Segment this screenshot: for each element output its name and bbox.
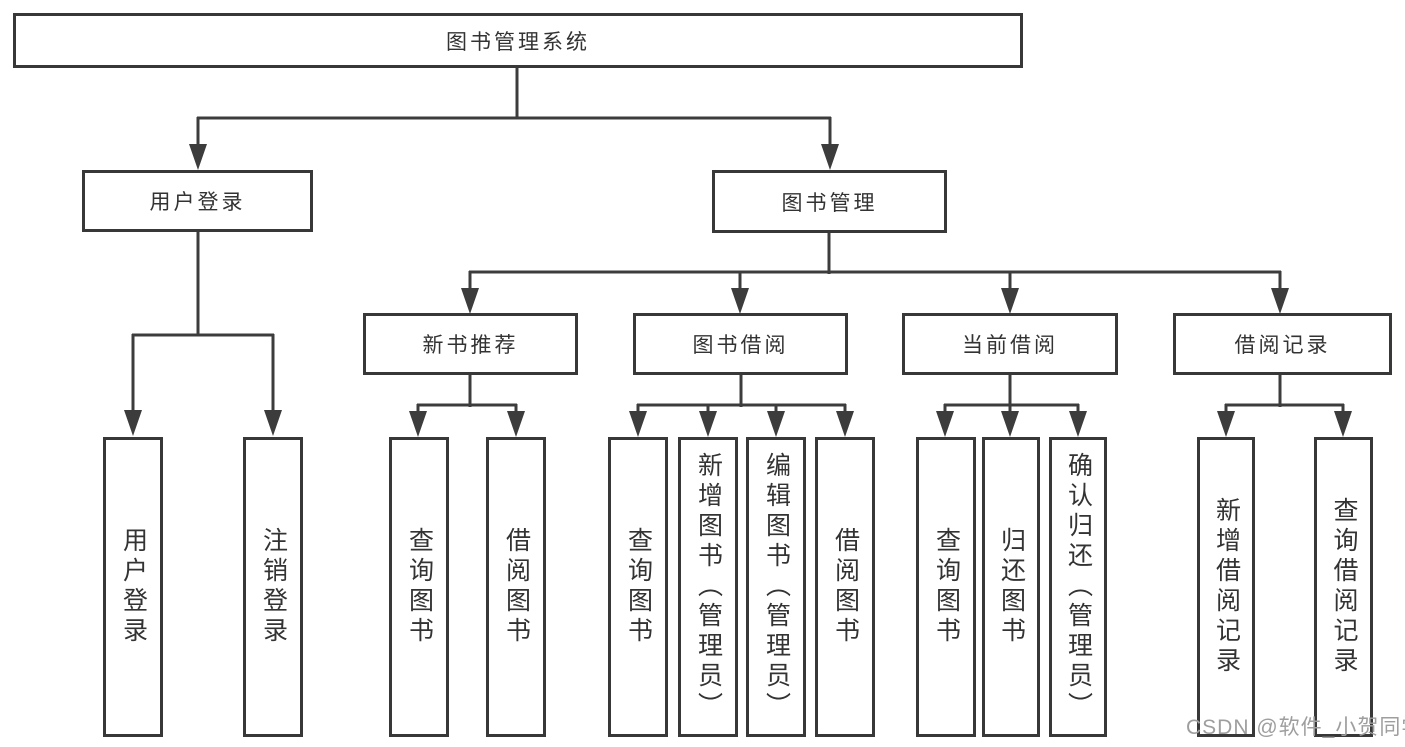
node-book-management: 图书管理 <box>712 170 947 233</box>
leaf-borrow-books: 借阅图书 <box>815 437 875 737</box>
leaf-logout: 注销登录 <box>243 437 303 737</box>
connector-user-login-to-leaves <box>124 232 282 436</box>
leaf-query-books-current: 查询图书 <box>916 437 976 737</box>
leaf-borrow-books-recommend-label: 借阅图书 <box>502 527 531 647</box>
arrowhead-icon <box>124 410 282 436</box>
leaf-edit-books-admin-label: 编辑图书（管理员） <box>762 452 791 722</box>
node-user-login: 用户登录 <box>82 170 313 232</box>
leaf-return-books-label: 归还图书 <box>997 527 1026 647</box>
connector-book-borrowing-to-leaves <box>629 375 854 437</box>
leaf-return-books: 归还图书 <box>982 437 1040 737</box>
connector-borrow-records-to-leaves <box>1217 375 1352 437</box>
arrowhead-icon <box>189 144 839 170</box>
node-new-book-recommend-label: 新书推荐 <box>422 334 519 357</box>
leaf-query-books-current-label: 查询图书 <box>932 527 961 647</box>
arrowhead-icon <box>409 411 525 437</box>
csdn-watermark: CSDN @软件_小贺同学 <box>1186 716 1405 739</box>
connector-line <box>943 375 1080 414</box>
leaf-user-login: 用户登录 <box>103 437 163 737</box>
arrowhead-icon <box>936 411 1087 437</box>
leaf-query-books-recommend: 查询图书 <box>389 437 449 737</box>
node-book-borrowing-label: 图书借阅 <box>692 334 789 357</box>
connector-line <box>468 233 1282 290</box>
leaf-edit-books-admin: 编辑图书（管理员） <box>746 437 806 737</box>
leaf-query-borrow-record: 查询借阅记录 <box>1314 437 1373 737</box>
node-library-system: 图书管理系统 <box>13 13 1023 68</box>
arrowhead-icon <box>461 288 1289 314</box>
node-library-system-label: 图书管理系统 <box>446 30 590 54</box>
arrowhead-icon <box>629 411 854 437</box>
connector-line <box>636 375 847 414</box>
node-user-login-label: 用户登录 <box>149 191 246 214</box>
node-borrow-records-label: 借阅记录 <box>1234 334 1331 357</box>
leaf-logout-label: 注销登录 <box>259 527 288 647</box>
node-new-book-recommend: 新书推荐 <box>363 313 578 375</box>
connector-book-management-to-level3 <box>461 233 1289 314</box>
arrowhead-icon <box>1217 411 1352 437</box>
connector-line <box>416 375 518 414</box>
leaf-add-books-admin: 新增图书（管理员） <box>678 437 738 737</box>
leaf-add-borrow-record: 新增借阅记录 <box>1197 437 1255 737</box>
leaf-add-borrow-record-label: 新增借阅记录 <box>1212 497 1241 677</box>
connector-current-borrowing-to-leaves <box>936 375 1087 437</box>
connector-new-book-recommend-to-leaves <box>409 375 525 437</box>
leaf-query-borrow-record-label: 查询借阅记录 <box>1330 497 1358 677</box>
connector-line <box>131 232 275 412</box>
leaf-confirm-return-admin-label: 确认归还（管理员） <box>1064 452 1093 722</box>
node-current-borrowing-label: 当前借阅 <box>962 334 1058 357</box>
connector-line <box>1224 375 1345 414</box>
node-book-management-label: 图书管理 <box>781 191 878 215</box>
node-borrow-records: 借阅记录 <box>1173 313 1392 375</box>
connector-line <box>196 68 832 146</box>
node-current-borrowing: 当前借阅 <box>902 313 1118 375</box>
leaf-borrow-books-recommend: 借阅图书 <box>486 437 546 737</box>
leaf-user-login-label: 用户登录 <box>119 527 148 647</box>
node-book-borrowing: 图书借阅 <box>633 313 848 375</box>
leaf-add-books-admin-label: 新增图书（管理员） <box>694 452 723 722</box>
connector-root-to-level2 <box>189 68 839 170</box>
leaf-borrow-books-label: 借阅图书 <box>831 527 860 647</box>
leaf-confirm-return-admin: 确认归还（管理员） <box>1049 437 1107 737</box>
leaf-query-books-recommend-label: 查询图书 <box>405 527 434 647</box>
leaf-query-books-borrowing-label: 查询图书 <box>624 527 653 647</box>
leaf-query-books-borrowing: 查询图书 <box>608 437 668 737</box>
